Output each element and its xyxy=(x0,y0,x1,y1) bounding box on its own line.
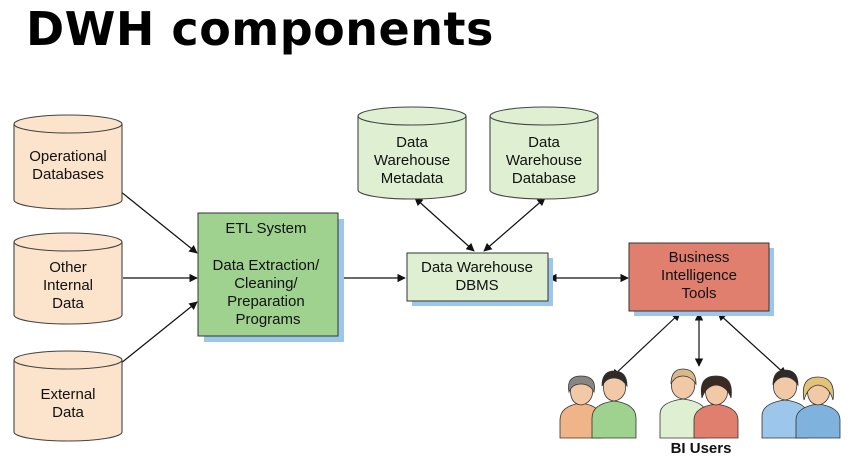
arrow-operational-to-etl xyxy=(109,182,198,254)
etl-label-line: Preparation xyxy=(227,293,305,310)
source-label-line: Databases xyxy=(32,166,104,183)
arrow-metadata-dbms xyxy=(414,197,475,252)
source-label-line: Data xyxy=(52,295,84,312)
metadata-label-line: Warehouse xyxy=(374,152,450,169)
metadata-label-line: Metadata xyxy=(381,170,444,187)
source-label-line: Operational xyxy=(29,148,107,165)
etl-label-line: Cleaning/ xyxy=(234,275,298,292)
dbms-label-line: Data Warehouse xyxy=(421,259,533,276)
bi-users-label: BI Users xyxy=(671,440,732,457)
etl-label-line: Programs xyxy=(235,311,300,328)
bi-label-line: Intelligence xyxy=(661,267,737,284)
arrow-external-to-etl xyxy=(109,301,198,373)
dbms-label-line: DBMS xyxy=(455,277,498,294)
source-label-line: External xyxy=(40,386,95,403)
arrow-bi-users-left xyxy=(611,312,681,378)
user-person-icon xyxy=(591,370,637,439)
arrow-bi-users-right xyxy=(717,312,787,376)
source-label-line: Internal xyxy=(43,277,93,294)
source-label-line: Data xyxy=(52,404,84,421)
database-label-line: Data xyxy=(528,134,560,151)
metadata-label-line: Data xyxy=(396,134,428,151)
database-label-line: Database xyxy=(512,170,576,187)
svg-text:ETL System Data Extracti: ETL System Data Extraction/ Cleaning/ Pr… xyxy=(213,220,324,328)
page-title: DWH components xyxy=(26,2,494,56)
bi-label-line: Business xyxy=(669,249,730,266)
etl-label-line: Data Extraction/ xyxy=(213,257,321,274)
database-label-line: Warehouse xyxy=(506,152,582,169)
bi-label-line: Tools xyxy=(681,285,716,302)
etl-heading: ETL System xyxy=(225,220,306,237)
connectors xyxy=(109,182,787,378)
arrow-database-dbms xyxy=(483,197,546,252)
etl-system-box: ETL System Data Extraction/ Cleaning/ Pr… xyxy=(197,212,344,342)
bi-users-illustration xyxy=(559,368,841,439)
user-person-icon xyxy=(693,375,739,439)
source-label-line: Other xyxy=(49,259,87,276)
user-person-icon xyxy=(795,376,841,439)
